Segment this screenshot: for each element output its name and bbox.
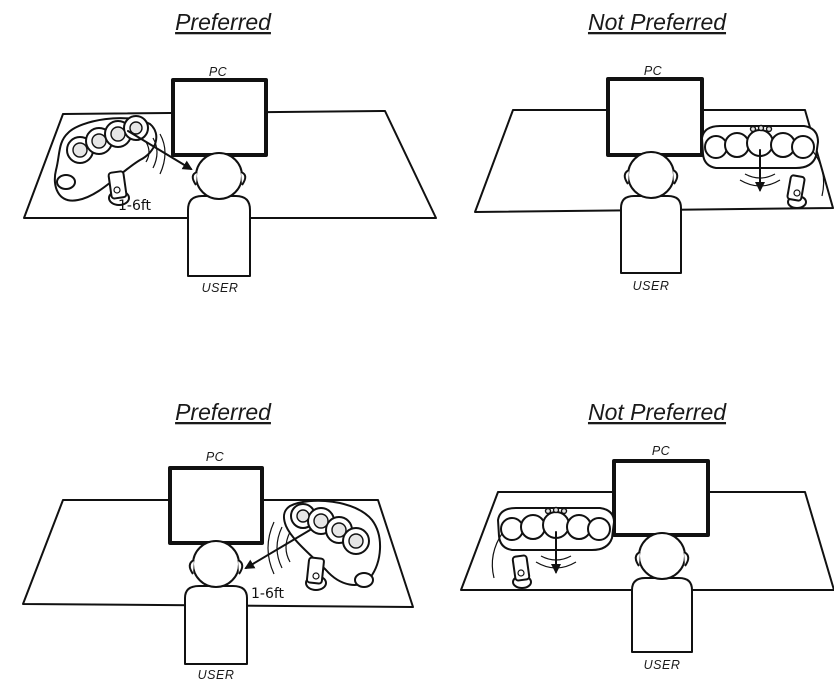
panel-preferred-bottom: Preferred PC 1-6ft xyxy=(22,399,414,680)
user-label: USER xyxy=(633,279,670,293)
pc-monitor xyxy=(171,78,268,157)
monitor-label: PC xyxy=(209,65,228,79)
user-figure xyxy=(184,540,248,665)
music-player-icon xyxy=(786,174,807,209)
music-player-icon xyxy=(305,556,327,591)
distance-label: 1-6ft xyxy=(118,198,152,214)
user-figure xyxy=(187,152,251,277)
distance-label: 1-6ft xyxy=(251,586,285,602)
monitor-label: PC xyxy=(206,450,225,464)
distance-arrow xyxy=(127,130,193,171)
panel-title: Not Preferred xyxy=(588,399,727,425)
speaker-dock xyxy=(53,115,158,202)
speaker-dock xyxy=(491,506,615,579)
user-figure xyxy=(631,532,693,653)
sound-wave-icon xyxy=(267,521,291,575)
panel-not-preferred-top: Not Preferred PC xyxy=(474,9,834,293)
panel-preferred-top: Preferred 1-6ft PC xyxy=(23,9,437,295)
panel-title: Preferred xyxy=(175,9,272,35)
panel-title: Preferred xyxy=(175,399,272,425)
user-figure xyxy=(620,151,682,274)
speaker-dock xyxy=(701,124,825,197)
user-label: USER xyxy=(644,658,681,672)
music-player-icon xyxy=(511,554,532,589)
distance-arrow xyxy=(244,529,311,570)
monitor-label: PC xyxy=(644,64,663,78)
panel-title: Not Preferred xyxy=(588,9,727,35)
pc-monitor xyxy=(606,77,704,157)
user-label: USER xyxy=(198,668,235,680)
speaker-dock xyxy=(282,499,382,588)
panel-not-preferred-bottom: Not Preferred PC xyxy=(460,399,834,672)
pc-monitor xyxy=(168,466,264,545)
music-player-icon xyxy=(107,170,130,206)
pc-monitor xyxy=(612,459,710,537)
user-label: USER xyxy=(202,281,239,295)
monitor-label: PC xyxy=(652,444,671,458)
